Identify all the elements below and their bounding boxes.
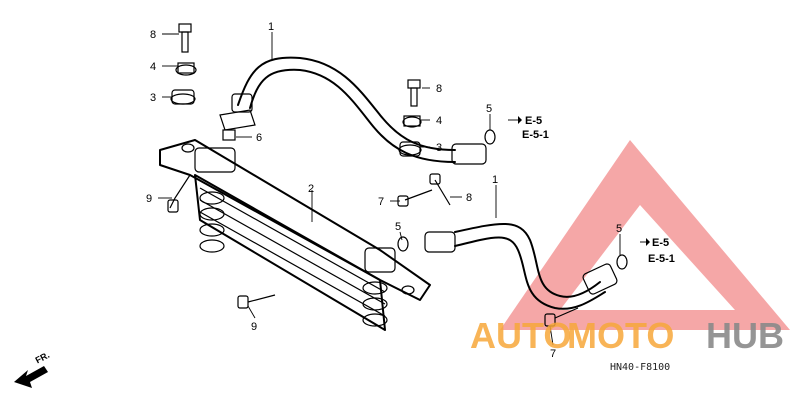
callout-4-right: 4 (436, 115, 442, 127)
callout-8-right: 8 (436, 83, 442, 95)
callout-5-lower: 5 (616, 223, 622, 235)
callout-7-bottom: 7 (550, 348, 556, 360)
callout-9-bottom: 9 (251, 321, 257, 333)
ref-e51-upper: E-5-1 (522, 129, 549, 141)
lower-oil-hose (424, 223, 618, 310)
oil-cooler (159, 139, 431, 331)
diagram-code: HN40-F8100 (610, 362, 670, 373)
ref-e5-upper: E-5 (525, 115, 542, 127)
upper-oil-hose (219, 56, 487, 165)
leader-lines (158, 32, 621, 346)
callout-1-lower: 1 (492, 174, 498, 186)
callout-4-left: 4 (150, 61, 156, 73)
callout-9-left: 9 (146, 193, 152, 205)
watermark-logo (500, 140, 790, 330)
callout-8-top-left: 8 (150, 29, 156, 41)
watermark-brand-hub: HUB (706, 315, 784, 356)
callout-2: 2 (308, 183, 314, 195)
callout-8-middle: 8 (466, 192, 472, 204)
watermark-triangle-inner (560, 205, 735, 310)
callout-5-middle: 5 (395, 221, 401, 233)
ref-e51-lower: E-5-1 (648, 253, 675, 265)
watermark-brand-auto: AUTO (470, 315, 571, 356)
front-label: FR. (34, 350, 51, 366)
callout-7-middle: 7 (378, 196, 384, 208)
callout-3-right: 3 (436, 142, 442, 154)
ref-e5-lower: E-5 (652, 237, 669, 249)
callout-5-upper: 5 (486, 103, 492, 115)
watermark-triangle-cut (655, 150, 700, 175)
callout-1-upper: 1 (268, 21, 274, 33)
watermark-brand-moto: MOTO (567, 315, 674, 356)
callout-numbers: 8 4 3 1 6 2 9 8 4 3 5 8 7 1 5 5 9 7 (146, 21, 622, 360)
callout-3-left: 3 (150, 92, 156, 104)
callout-6: 6 (256, 132, 262, 144)
watermark-text: AUTO MOTO HUB (470, 315, 784, 356)
front-arrow-icon (14, 366, 48, 388)
reference-labels: E-5 E-5-1 E-5 E-5-1 (508, 115, 675, 265)
front-direction-indicator: FR. (14, 350, 51, 388)
